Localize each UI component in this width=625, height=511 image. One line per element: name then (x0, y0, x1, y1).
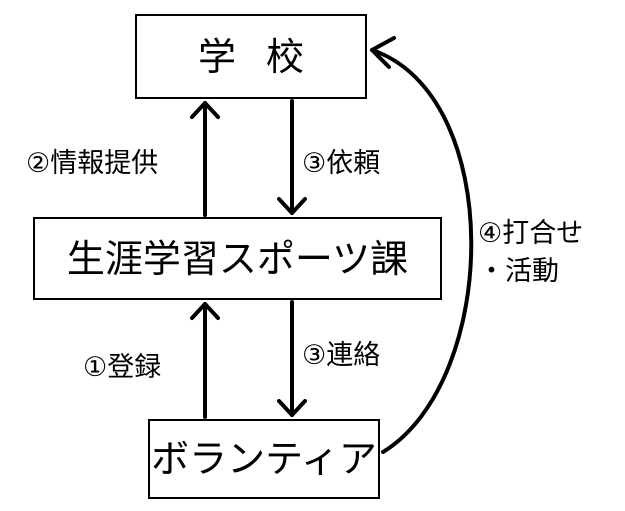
arrow-info-up (190, 101, 220, 217)
node-division: 生涯学習スポーツ課 (33, 217, 442, 300)
arrow-register-up (190, 302, 220, 419)
edge-label-contact: ③連絡 (302, 340, 381, 371)
node-volunteer: ボランティア (148, 419, 380, 499)
edge-label-register: ①登録 (83, 352, 162, 383)
arrow-request-down (277, 99, 307, 215)
node-volunteer-label: ボランティア (151, 437, 377, 481)
edge-label-info: ②情報提供 (26, 148, 159, 179)
edge-label-request: ③依頼 (302, 148, 381, 179)
arrow-meeting-curve (370, 36, 474, 454)
edge-label-meeting-line2: ・活動 (478, 256, 559, 287)
edge-label-meeting-line1: ④打合せ (478, 218, 584, 249)
arrow-contact-down (277, 300, 307, 417)
node-division-label: 生涯学習スポーツ課 (66, 236, 409, 281)
node-school: 学校 (135, 14, 367, 99)
node-school-label: 学校 (197, 34, 334, 79)
